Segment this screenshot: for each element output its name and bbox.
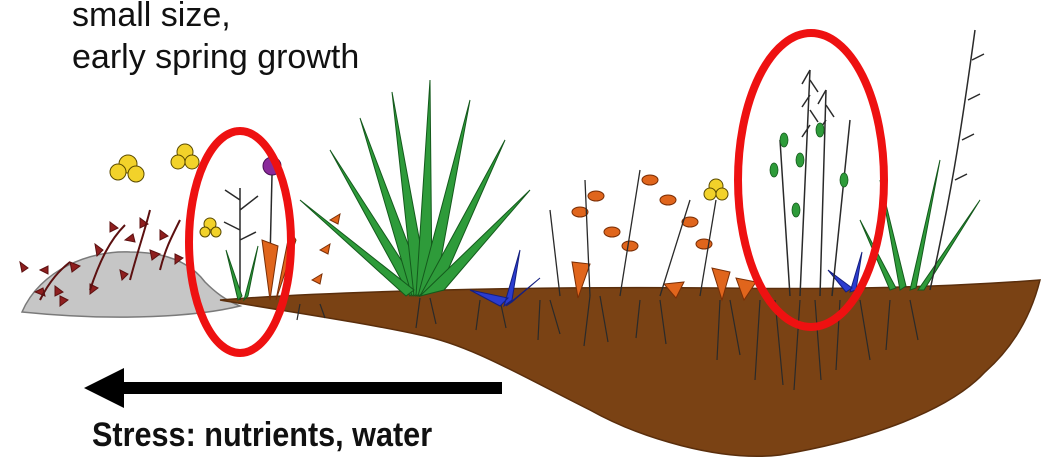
grass-clump-center bbox=[300, 80, 530, 296]
caption-text: small size, early spring growth bbox=[72, 0, 359, 78]
rock-outcrop bbox=[22, 252, 240, 317]
orange-plants bbox=[262, 175, 756, 300]
left-arrow-icon bbox=[84, 368, 502, 408]
small-grass-left bbox=[226, 246, 258, 300]
caption-line-2: early spring growth bbox=[72, 36, 359, 78]
stress-label: Stress: nutrients, water bbox=[92, 416, 432, 455]
highlight-ellipse-right bbox=[738, 33, 884, 327]
caption-line-1: small size, bbox=[72, 0, 359, 36]
thin-stem-plant bbox=[224, 188, 258, 300]
